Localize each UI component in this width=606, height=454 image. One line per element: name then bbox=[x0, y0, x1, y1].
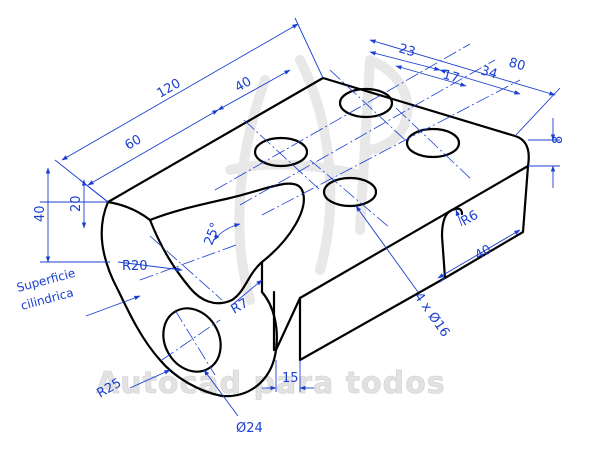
dim-25deg: 25° bbox=[202, 221, 224, 248]
lower-flank bbox=[274, 296, 302, 362]
right-face bbox=[440, 164, 530, 280]
dim-dia24-leader bbox=[203, 369, 239, 417]
dim-17: 17 bbox=[441, 67, 461, 86]
dim-40-right: 40 bbox=[473, 242, 495, 263]
dim-34-line bbox=[439, 69, 521, 95]
center-lines bbox=[139, 43, 521, 376]
dim-dia24: Ø24 bbox=[236, 421, 263, 436]
dim-40-top: 40 bbox=[233, 74, 255, 95]
watermark-text: Autocad para todos bbox=[96, 366, 446, 401]
top-hole-1 bbox=[338, 87, 394, 119]
dim-40-top-line bbox=[217, 69, 291, 111]
dim-r7: R7 bbox=[229, 296, 251, 318]
dim-r7-leader bbox=[231, 279, 263, 306]
dim-r20-leader bbox=[117, 261, 183, 272]
dim-8: 8 bbox=[551, 136, 566, 144]
dim-40-right-line bbox=[437, 229, 521, 279]
left-cylinder-top bbox=[106, 200, 152, 222]
dim-15: 15 bbox=[282, 371, 299, 386]
slot-edge bbox=[260, 260, 276, 352]
dim-80: 80 bbox=[507, 55, 527, 74]
dim-40-left: 40 bbox=[33, 205, 48, 222]
dim-r6-leader bbox=[455, 209, 463, 227]
dim-120: 120 bbox=[155, 76, 184, 101]
dimension-lines bbox=[40, 17, 561, 417]
top-hole-4 bbox=[322, 176, 378, 208]
dim-r25-leader bbox=[129, 369, 171, 389]
dim-60-line bbox=[87, 109, 219, 186]
surface-leader bbox=[85, 295, 141, 317]
dim-holes: 4 x Ø16 bbox=[411, 290, 453, 340]
r6-fillet bbox=[450, 207, 464, 216]
front-edge bbox=[298, 276, 447, 362]
dim-r6: R6 bbox=[459, 208, 481, 230]
dim-23: 23 bbox=[397, 41, 417, 60]
top-hole-3 bbox=[405, 127, 461, 159]
dim-r20: R20 bbox=[122, 259, 148, 274]
dim-60: 60 bbox=[123, 132, 145, 153]
dim-20: 20 bbox=[69, 195, 84, 212]
cylindrical-surface bbox=[100, 200, 224, 398]
slot-profile bbox=[148, 182, 305, 305]
part-outline bbox=[100, 76, 530, 398]
dim-holes-leader bbox=[355, 205, 419, 293]
dim-25deg-arc bbox=[213, 223, 241, 241]
dim-34: 34 bbox=[479, 63, 499, 82]
